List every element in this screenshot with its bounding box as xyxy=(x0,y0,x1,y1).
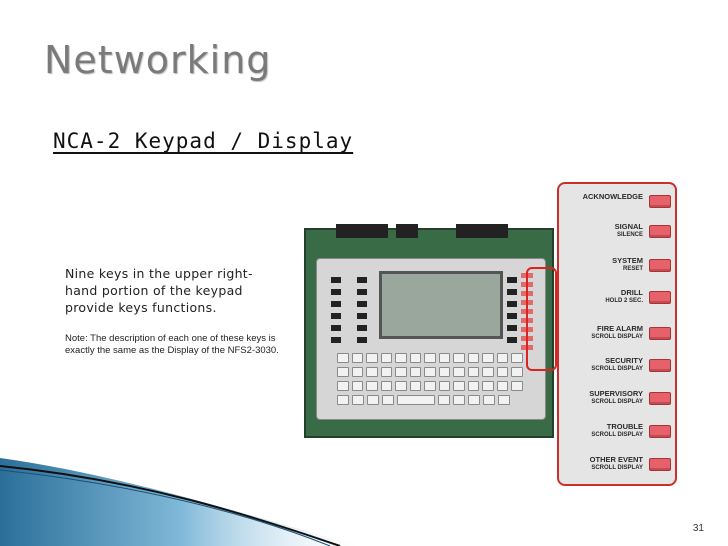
highlight-box xyxy=(526,267,557,371)
keypad-key-1: ACKNOWLEDGE xyxy=(565,192,671,220)
red-key-button xyxy=(649,392,671,405)
key-label-line1: SECURITY xyxy=(605,356,643,365)
key-label-line2: SILENCE xyxy=(616,232,643,238)
key-label-line1: SYSTEM xyxy=(612,256,643,265)
key-label-line1: OTHER EVENT xyxy=(589,455,643,464)
red-key-button xyxy=(649,359,671,372)
slide-title: Networking xyxy=(44,38,272,82)
key-label-line2: RESET xyxy=(622,266,643,272)
red-key-button xyxy=(649,195,671,208)
slide-subtitle: NCA-2 Keypad / Display xyxy=(53,129,354,153)
key-label-line1: FIRE ALARM xyxy=(597,324,643,333)
key-label-line1: DRILL xyxy=(620,288,643,297)
key-label-line2: SCROLL DISPLAY xyxy=(591,334,643,340)
key-label-line2: SCROLL DISPLAY xyxy=(591,465,643,471)
page-number: 31 xyxy=(692,523,704,534)
key-label-line1: SUPERVISORY xyxy=(589,389,643,398)
red-key-button xyxy=(649,225,671,238)
note-text: Note: The description of each one of the… xyxy=(65,333,279,356)
keypad-key-label: ACKNOWLEDGE xyxy=(565,192,643,201)
key-label-line1: SIGNAL xyxy=(614,222,643,231)
lcd-screen xyxy=(379,271,503,339)
red-key-button xyxy=(649,327,671,340)
key-label-line2: HOLD 2 SEC. xyxy=(605,298,643,304)
description-text: Nine keys in the upper right-hand portio… xyxy=(65,266,253,315)
red-key-button xyxy=(649,291,671,304)
key-label-line2: SCROLL DISPLAY xyxy=(591,399,643,405)
red-key-button xyxy=(649,458,671,471)
red-key-button xyxy=(649,425,671,438)
key-label-line1: TROUBLE xyxy=(606,422,643,431)
key-label-line2: SCROLL DISPLAY xyxy=(591,432,643,438)
keypad-panel xyxy=(316,258,546,420)
key-label-line1: ACKNOWLEDGE xyxy=(582,192,643,201)
keypad-board-image xyxy=(304,224,554,438)
red-key-button xyxy=(649,259,671,272)
key-label-line2: SCROLL DISPLAY xyxy=(591,366,643,372)
